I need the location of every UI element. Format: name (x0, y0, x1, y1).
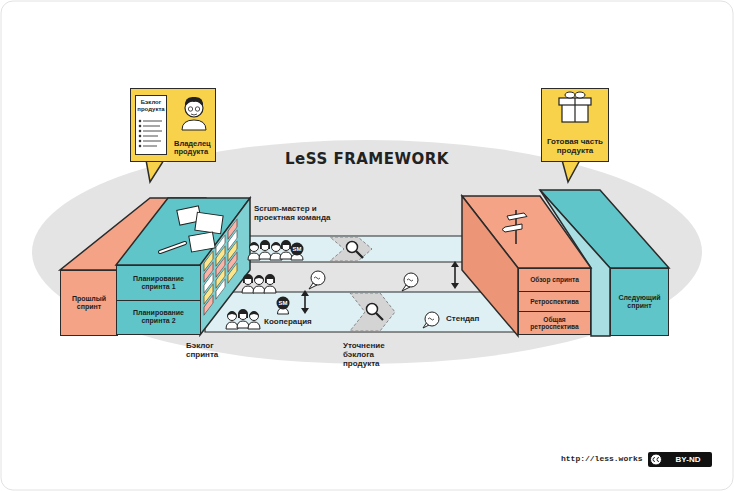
speech-bubble (309, 271, 325, 289)
annotation-label: Scrum-мастер и проектная команда (254, 204, 336, 222)
product-owner-face (182, 97, 206, 130)
paper-note (195, 212, 223, 233)
person-figure (264, 274, 276, 293)
person-figure (226, 311, 238, 329)
pencil (160, 243, 185, 252)
sign-pointer (562, 160, 580, 182)
sign-board: Готовая часть продукта (541, 88, 609, 162)
license-badge (648, 452, 712, 467)
person-figure (248, 242, 260, 260)
badge-text: SM (279, 300, 288, 307)
sticky-note (204, 295, 213, 315)
retro-face: Ретроспектива (518, 291, 591, 313)
double-arrow (451, 261, 459, 289)
signpost (502, 224, 522, 232)
sticky-note (228, 263, 237, 283)
retro-face: Общая ретроспектива (518, 311, 591, 335)
sprint-lane (205, 292, 520, 332)
node-text: Планирование спринта 2 (120, 309, 197, 324)
paper-note (189, 232, 215, 252)
ground-ellipse (32, 140, 702, 364)
badge-text: BY-ND (676, 455, 701, 464)
badge-text: SM (293, 246, 302, 253)
sign-pointer (146, 160, 164, 182)
sprint-block: Прошлый спринт (60, 270, 118, 336)
scrum-master-figure (277, 297, 290, 310)
sticky-notes (228, 219, 237, 283)
annotation-label: http://less.works (561, 454, 643, 463)
sticky-notes (216, 235, 225, 299)
signpost (507, 213, 527, 220)
planning-face: Планирование спринта 2 (116, 300, 201, 335)
annotation-label: Бэклог спринта (186, 341, 232, 359)
node-text: Ретроспектива (530, 298, 579, 305)
node-text: Прошлый спринт (64, 295, 114, 310)
sticky-notes (204, 251, 213, 315)
speech-bubble (423, 312, 439, 328)
sprint-block: Следующий спринт (610, 268, 669, 336)
block-top (116, 198, 250, 265)
double-arrow (301, 290, 309, 314)
person-figure (242, 274, 254, 293)
gift-icon (559, 92, 591, 122)
person-figure (248, 311, 260, 329)
sticky-note (216, 279, 225, 299)
person-figure (253, 275, 265, 293)
review-face: Обзор спринта (518, 268, 591, 292)
refinement-zone (350, 293, 395, 331)
magnifier-icon (367, 304, 384, 321)
node-text: Готовая часть продукта (546, 138, 604, 156)
node-text: Планирование спринта 1 (120, 275, 197, 290)
annotation-label: Уточнение бэклога продукта (343, 341, 407, 369)
person-figure (237, 309, 249, 328)
refinement-zone (330, 237, 372, 261)
magnifier-icon (347, 242, 364, 259)
person-figure (259, 240, 271, 259)
pencil (160, 243, 185, 252)
node-text: Бэклог продукта (137, 99, 164, 112)
sprint-lane (232, 236, 480, 262)
sign-board: Владелец продукта Бэклог продукта (130, 88, 216, 162)
annotation-label: Кооперация (264, 317, 312, 326)
person-figure (280, 240, 292, 259)
scrum-master-figure (291, 243, 304, 256)
framework-title: LeSS FRAMEWORK (0, 150, 734, 168)
node-text: Следующий спринт (614, 294, 665, 309)
backlog-paper: Бэклог продукта (135, 95, 167, 155)
node-text: Обзор спринта (530, 276, 579, 283)
speech-bubble (402, 273, 418, 291)
backlog-list (139, 120, 162, 147)
planning-face: Планирование спринта 1 (116, 265, 201, 301)
node-text: Владелец продукта (174, 140, 212, 157)
license-icon (651, 454, 662, 465)
license-icon (653, 458, 659, 462)
annotation-label: Стендап (446, 314, 479, 323)
node-text: Общая ретроспектива (522, 316, 587, 331)
